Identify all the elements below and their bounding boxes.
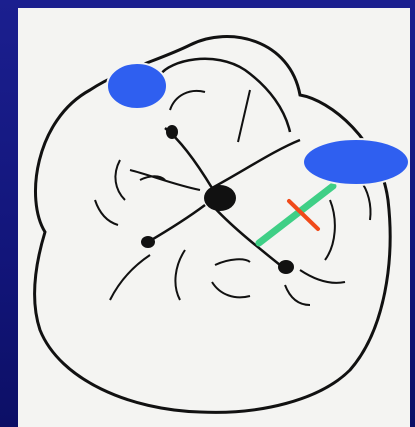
distal-pit	[278, 260, 294, 274]
mesial-pit	[166, 125, 178, 139]
cusp-stroke-j	[285, 285, 310, 305]
blue-oval-marker-icon	[107, 63, 167, 109]
cusp-stroke-k	[360, 180, 371, 220]
cusp-stroke-l	[95, 200, 118, 225]
blue-oval-marker-icon	[303, 139, 409, 185]
buccal-pit	[141, 236, 155, 248]
fissure-groove-2	[212, 140, 300, 188]
cusp-stroke-a	[238, 90, 250, 142]
green-measure-line	[259, 186, 333, 243]
tooth-outline	[35, 37, 391, 413]
cusp-stroke-e	[175, 250, 185, 300]
cusp-ridge-upper-inner	[170, 91, 205, 110]
cusp-stroke-f	[215, 259, 250, 265]
cusp-stroke-d	[110, 255, 150, 300]
cusp-stroke-h	[325, 200, 335, 260]
cusp-stroke-g	[212, 282, 250, 297]
fissure-groove-4	[148, 205, 205, 242]
cusp-stroke-b	[115, 160, 125, 200]
cusp-stroke-i	[300, 270, 345, 283]
central-pit	[204, 185, 236, 211]
